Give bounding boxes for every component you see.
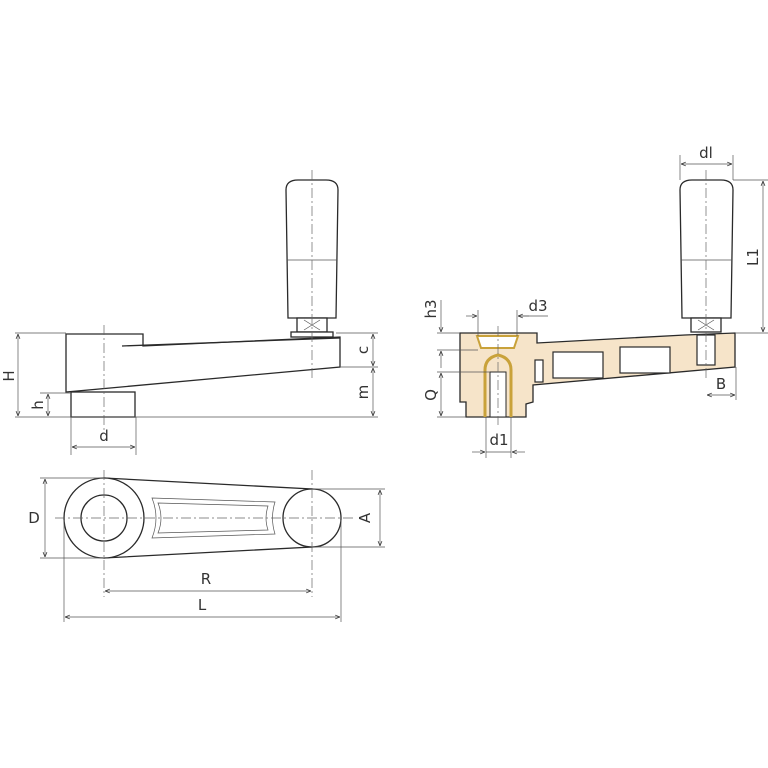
side-view: H h c m d	[0, 170, 378, 455]
section-view: dl L1 h3 d3 Q d1 B	[422, 144, 768, 458]
dim-label-D: D	[28, 509, 40, 527]
dim-label-Q: Q	[422, 389, 440, 401]
dim-label-dl: dl	[699, 144, 713, 162]
dim-label-R: R	[201, 570, 211, 588]
section-handle-grip	[679, 179, 734, 319]
dim-label-h3: h3	[422, 299, 440, 318]
dim-label-H: H	[0, 370, 18, 381]
side-crank-arm	[65, 333, 341, 393]
dim-label-d: d	[99, 427, 109, 445]
top-view: D A R L	[28, 470, 385, 622]
dim-label-c: c	[354, 346, 372, 354]
dim-label-L: L	[198, 596, 207, 614]
dim-label-L1: L1	[744, 248, 762, 266]
dim-label-m: m	[354, 385, 372, 400]
dim-label-B: B	[716, 375, 726, 393]
section-bore-insert	[483, 353, 513, 417]
side-hub-boss	[70, 391, 136, 418]
dim-label-h: h	[29, 400, 47, 410]
dim-label-A: A	[356, 512, 374, 523]
dim-label-d3: d3	[528, 297, 547, 315]
dim-label-d1: d1	[489, 431, 508, 449]
